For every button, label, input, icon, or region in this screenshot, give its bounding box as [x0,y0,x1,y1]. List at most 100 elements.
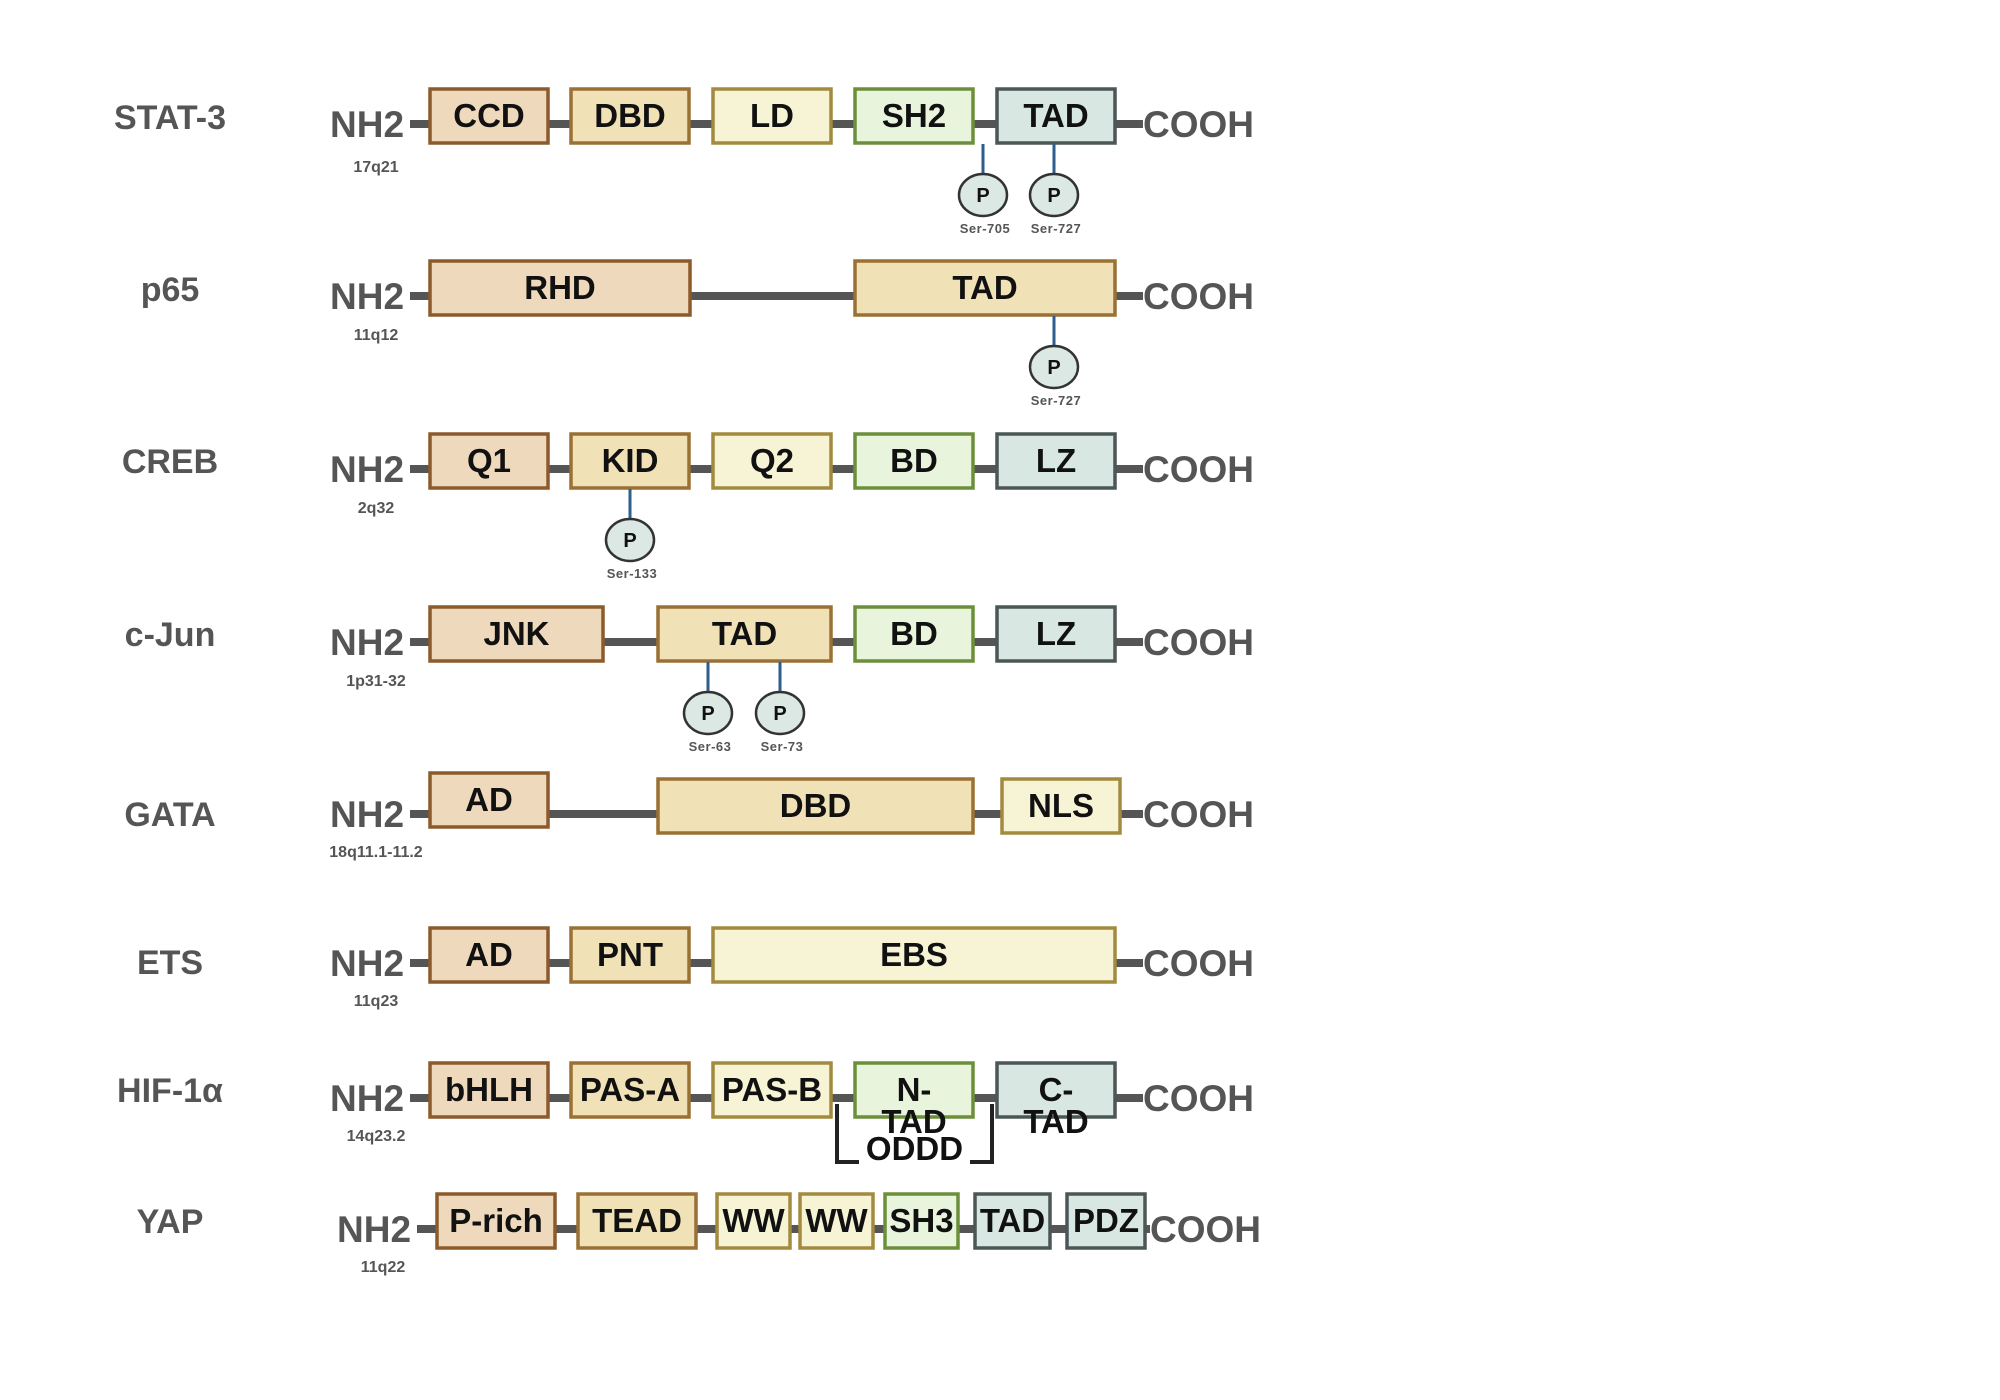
protein-name: ETS [137,944,203,982]
domain-box [853,605,975,663]
domain-label: WW [805,1202,868,1239]
domain-dbd: DBD [656,777,975,835]
domain-box [853,87,975,145]
c-terminus-label: COOH [1150,1209,1261,1250]
domain-sh2: SH2 [853,87,975,145]
domain-label: CCD [453,97,525,134]
domain-box [656,605,833,663]
domain-label: PDZ [1073,1202,1139,1239]
domain-label: N-TAD [881,1071,946,1140]
domain-box [435,1192,557,1250]
phospho-circle [1028,344,1080,390]
domain-ad: AD [428,771,550,829]
domain-label: LZ [1036,615,1076,652]
domain-label: Q1 [467,442,511,479]
domain-tad: TAD [853,259,1117,317]
domain-label: BD [890,442,938,479]
domain-box [428,259,692,317]
protein-name: YAP [137,1203,204,1241]
phospho-circle [754,690,806,736]
phospho-marker: P [773,703,786,725]
domain-lz: LZ [995,605,1117,663]
c-terminus-label: COOH [1143,622,1254,663]
protein-name: HIF-1α [117,1072,223,1110]
phospho-circle [682,690,734,736]
phospho-circle [1028,172,1080,218]
phospho-marker: P [1047,357,1060,379]
n-terminus-label: NH2 [330,449,404,490]
domain-box [428,605,605,663]
domain-label: AD [465,936,513,973]
domain-q2: Q2 [711,432,833,490]
phospho-site-label: Ser-73 [761,739,804,754]
domain-box [973,1192,1052,1250]
domain-label: SH3 [889,1202,953,1239]
domain-box [428,1061,550,1119]
domain-box [569,432,691,490]
domain-bd: BD [853,432,975,490]
domain-box [995,1061,1117,1119]
domain-tead: TEAD [576,1192,698,1250]
domain-ebs: EBS [711,926,1117,984]
domain-box [428,87,550,145]
c-terminus-label: COOH [1143,276,1254,317]
domain-box [1000,777,1122,835]
domain-tad: TAD [656,605,833,663]
domain-ww: WW [798,1192,875,1250]
chromosome-locus: 11q12 [354,327,399,344]
domain-label: TAD [712,615,777,652]
domain-nls: NLS [1000,777,1122,835]
chromosome-locus: 18q11.1-11.2 [329,844,423,861]
phospho-circle [604,517,656,563]
domain-box [853,259,1117,317]
phospho-marker: P [1047,185,1060,207]
c-terminus-label: COOH [1143,943,1254,984]
domain-box [569,87,691,145]
domain-box [711,926,1117,984]
domain-label: SH2 [882,97,946,134]
domain-box [656,777,975,835]
domain-ld: LD [711,87,833,145]
domain-label: KID [602,442,659,479]
phospho-circle [957,172,1009,218]
domain-box [428,926,550,984]
domain-label: JNK [483,615,549,652]
domain-label: TAD [952,269,1017,306]
domain-label: TAD [980,1202,1045,1239]
domain-ww: WW [715,1192,792,1250]
domain-box [711,432,833,490]
domain-label: AD [465,781,513,818]
phospho-marker: P [976,185,989,207]
n-terminus-label: NH2 [330,622,404,663]
c-terminus-label: COOH [1143,794,1254,835]
n-terminus-label: NH2 [330,276,404,317]
protein-name: c-Jun [125,616,216,654]
domain-label: bHLH [445,1071,533,1108]
domain-tad: TAD [995,87,1117,145]
c-terminus-label: COOH [1143,1078,1254,1119]
domain-label: EBS [880,936,948,973]
chromosome-locus: 1p31-32 [346,673,406,690]
phospho-site-label: Ser-727 [1031,393,1081,408]
domain-box [853,1061,975,1119]
domain-box [883,1192,960,1250]
domain-box [995,605,1117,663]
n-terminus-label: NH2 [330,104,404,145]
domain-box [798,1192,875,1250]
domain-label: WW [722,1202,785,1239]
domain-pas-b: PAS-B [711,1061,833,1119]
protein-name: STAT-3 [114,99,226,137]
domain-label: NLS [1028,787,1094,824]
